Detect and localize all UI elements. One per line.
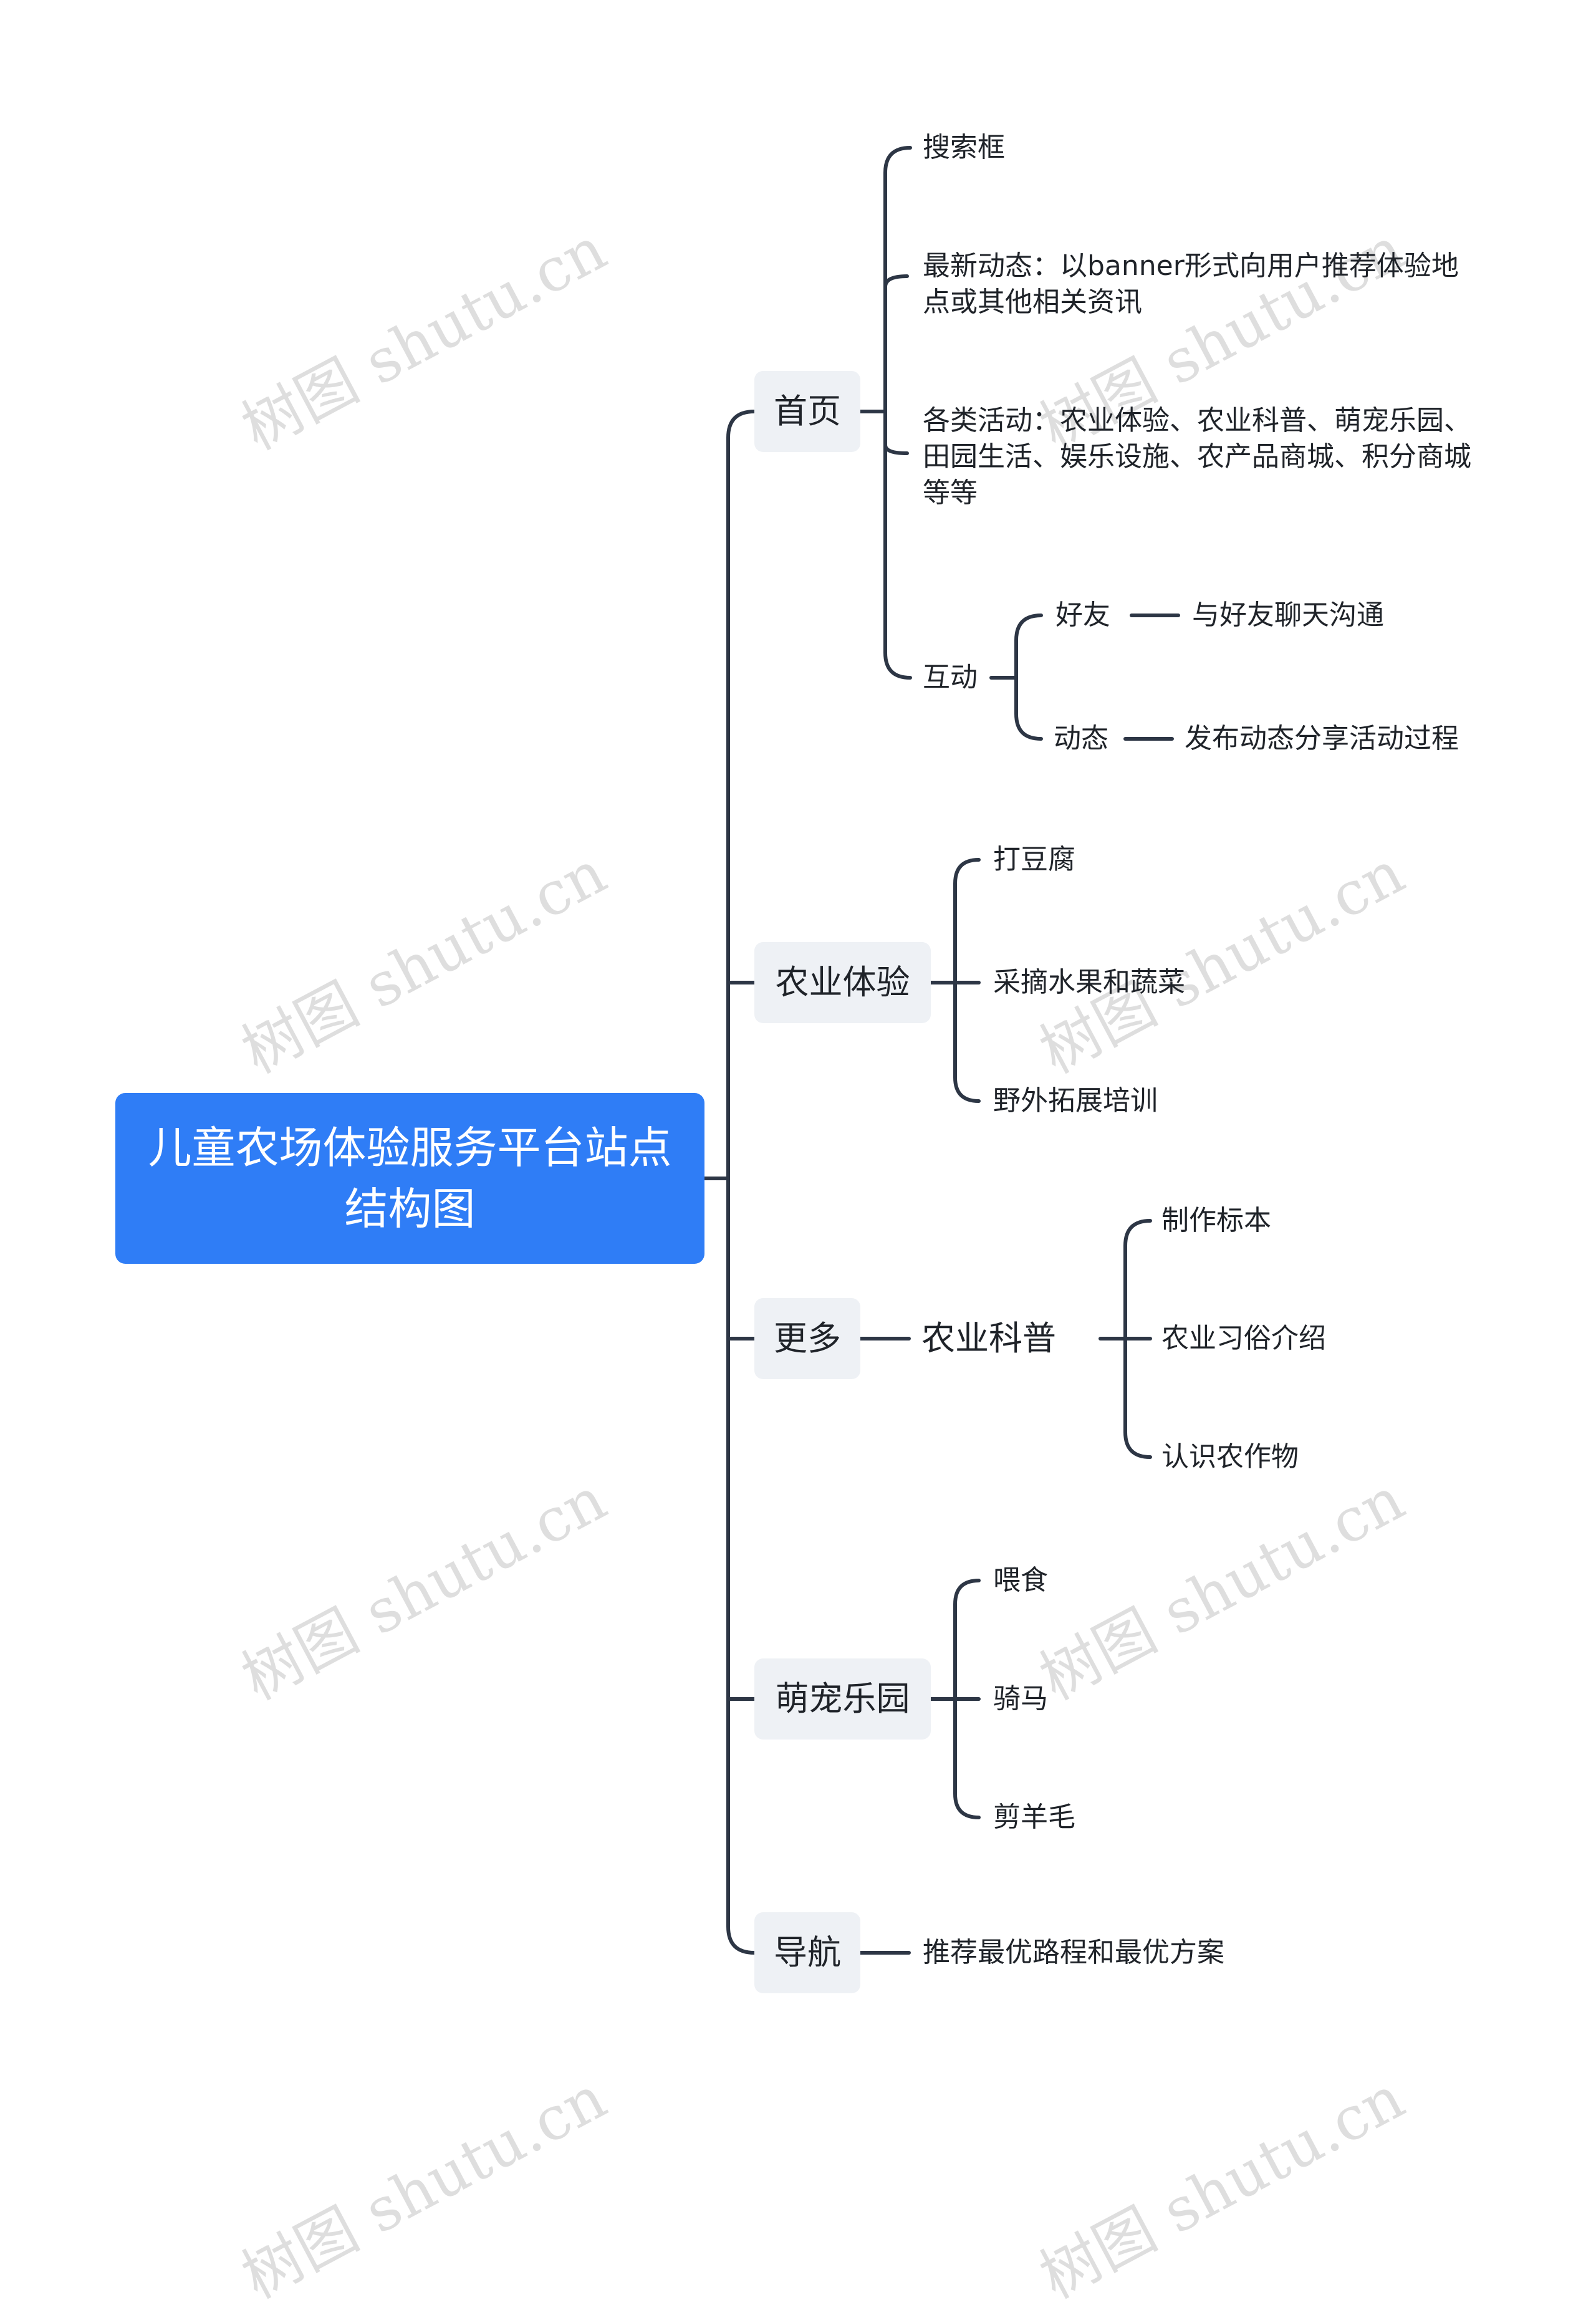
node-home[interactable]: 首页: [754, 371, 860, 452]
node-agri-experience[interactable]: 农业体验: [754, 942, 931, 1023]
node-more-label: 更多: [774, 1319, 841, 1358]
node-interact[interactable]: 互动: [923, 662, 978, 693]
node-agri-science[interactable]: 农业科普: [921, 1319, 1056, 1358]
node-best-route[interactable]: 推荐最优路程和最优方案: [923, 1937, 1224, 1968]
node-moments[interactable]: 动态: [1054, 723, 1108, 754]
node-pet-park[interactable]: 萌宠乐园: [754, 1658, 931, 1740]
connector-lines: [703, 146, 1180, 1955]
node-activities[interactable]: 各类活动：农业体验、农业科普、萌宠乐园、田园生活、娱乐设施、农产品商城、积分商城…: [923, 405, 1471, 509]
node-specimen[interactable]: 制作标本: [1161, 1205, 1271, 1236]
node-home-label: 首页: [774, 392, 841, 431]
node-pet-park-label: 萌宠乐园: [775, 1679, 910, 1718]
node-navigation[interactable]: 导航: [754, 1912, 860, 1993]
node-sheep-shearing[interactable]: 剪羊毛: [993, 1801, 1075, 1833]
root-title: 儿童农场体验服务平台站点结构图: [148, 1122, 672, 1235]
node-crops[interactable]: 认识农作物: [1161, 1441, 1299, 1473]
node-customs[interactable]: 农业习俗介绍: [1161, 1322, 1326, 1354]
node-friends-chat[interactable]: 与好友聊天沟通: [1192, 599, 1384, 631]
node-tofu[interactable]: 打豆腐: [993, 844, 1075, 875]
node-feeding[interactable]: 喂食: [993, 1564, 1048, 1596]
node-latest-news[interactable]: 最新动态：以banner形式向用户推荐体验地点或其他相关资讯: [923, 250, 1459, 318]
node-navigation-label: 导航: [774, 1933, 841, 1972]
node-picking[interactable]: 采摘水果和蔬菜: [993, 966, 1185, 998]
node-more[interactable]: 更多: [754, 1298, 860, 1379]
node-search-box[interactable]: 搜索框: [923, 132, 1005, 163]
root-node[interactable]: 儿童农场体验服务平台站点结构图: [115, 1093, 704, 1264]
node-horse-riding[interactable]: 骑马: [993, 1683, 1048, 1715]
node-agri-experience-label: 农业体验: [775, 963, 910, 1002]
node-outdoor-training[interactable]: 野外拓展培训: [993, 1085, 1158, 1117]
node-moments-share[interactable]: 发布动态分享活动过程: [1185, 723, 1459, 754]
node-friends[interactable]: 好友: [1055, 599, 1110, 631]
